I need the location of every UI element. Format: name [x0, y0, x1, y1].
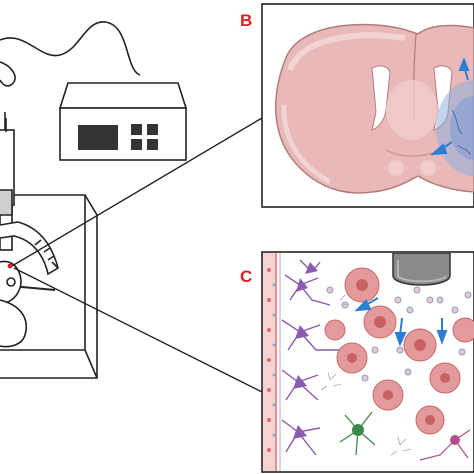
nanoparticles — [326, 286, 472, 382]
infusion-tubing-2 — [0, 61, 16, 87]
stereotaxic-frame-icon — [0, 118, 98, 379]
brain-section-icon — [275, 23, 474, 194]
flow-arrows — [430, 57, 470, 156]
blood-vessel-icon — [263, 253, 281, 471]
panel-label-b: B — [240, 11, 252, 30]
electrode-tip-icon — [7, 263, 13, 269]
neuron-bodies — [293, 262, 318, 439]
zoom-line-b — [11, 117, 263, 267]
tumor-nuclei — [347, 279, 450, 425]
zoom-line-c — [13, 267, 263, 393]
panel-b: B — [240, 3, 474, 208]
infusion-tubing — [0, 21, 141, 76]
stereotaxic-setup — [0, 21, 188, 379]
panel-label-c: C — [240, 267, 252, 286]
probe-tip — [392, 253, 451, 286]
microglia-icon — [339, 411, 376, 456]
astrocyte-icon — [320, 294, 412, 456]
panel-c: C — [240, 251, 474, 473]
pump-controller-icon — [58, 82, 188, 161]
flow-arrows-c — [354, 297, 448, 347]
